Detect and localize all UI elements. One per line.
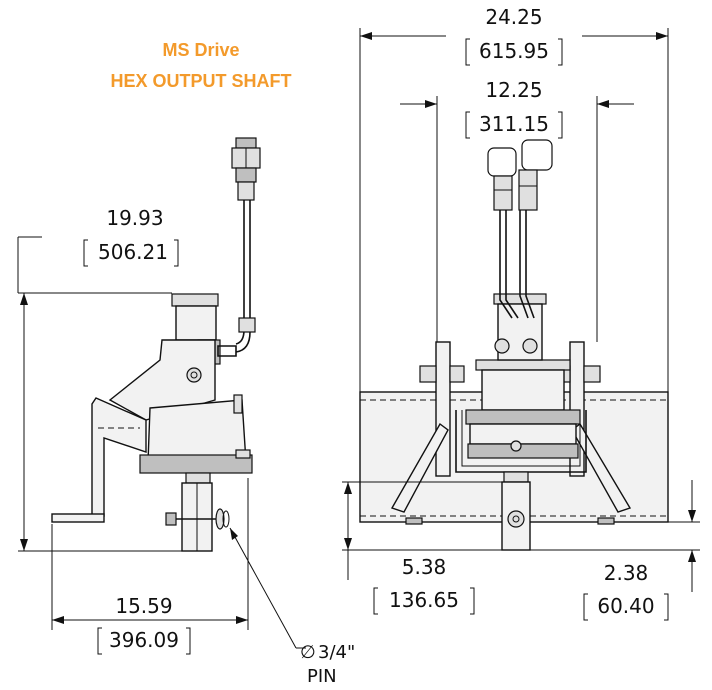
dim-ground-offset: 2.38 60.40	[530, 480, 700, 621]
dim-shaft-length: 5.38 136.65	[342, 481, 502, 615]
depth-mm: 396.09	[109, 628, 179, 652]
front-view	[359, 139, 669, 551]
dim-overall-width: 24.25 615.95	[359, 5, 669, 392]
dim-depth: 15.59 396.09	[51, 478, 249, 655]
pin-callout: ∅ 3/4" PIN	[229, 527, 355, 687]
overall-width-mm: 615.95	[479, 39, 549, 63]
side-view	[51, 137, 261, 552]
depth-in: 15.59	[115, 594, 172, 618]
shaft-length-mm: 136.65	[389, 588, 459, 612]
height-mm: 506.21	[98, 240, 168, 264]
pin-label: PIN	[307, 666, 337, 687]
dim-height: 19.93 506.21	[17, 206, 182, 552]
overall-width-in: 24.25	[485, 5, 542, 29]
mount-width-in: 12.25	[485, 78, 542, 102]
title-line-2: HEX OUTPUT SHAFT	[110, 71, 291, 91]
dim-mount-width: 12.25 311.15	[400, 78, 634, 342]
pin-size: 3/4"	[318, 642, 355, 663]
shaft-length-in: 5.38	[402, 555, 447, 579]
ground-offset-mm: 60.40	[597, 594, 654, 618]
title-line-1: MS Drive	[162, 40, 239, 60]
mount-width-mm: 311.15	[479, 112, 549, 136]
ground-offset-in: 2.38	[604, 561, 649, 585]
pin-diameter-symbol: ∅	[300, 642, 316, 663]
height-in: 19.93	[106, 206, 163, 230]
